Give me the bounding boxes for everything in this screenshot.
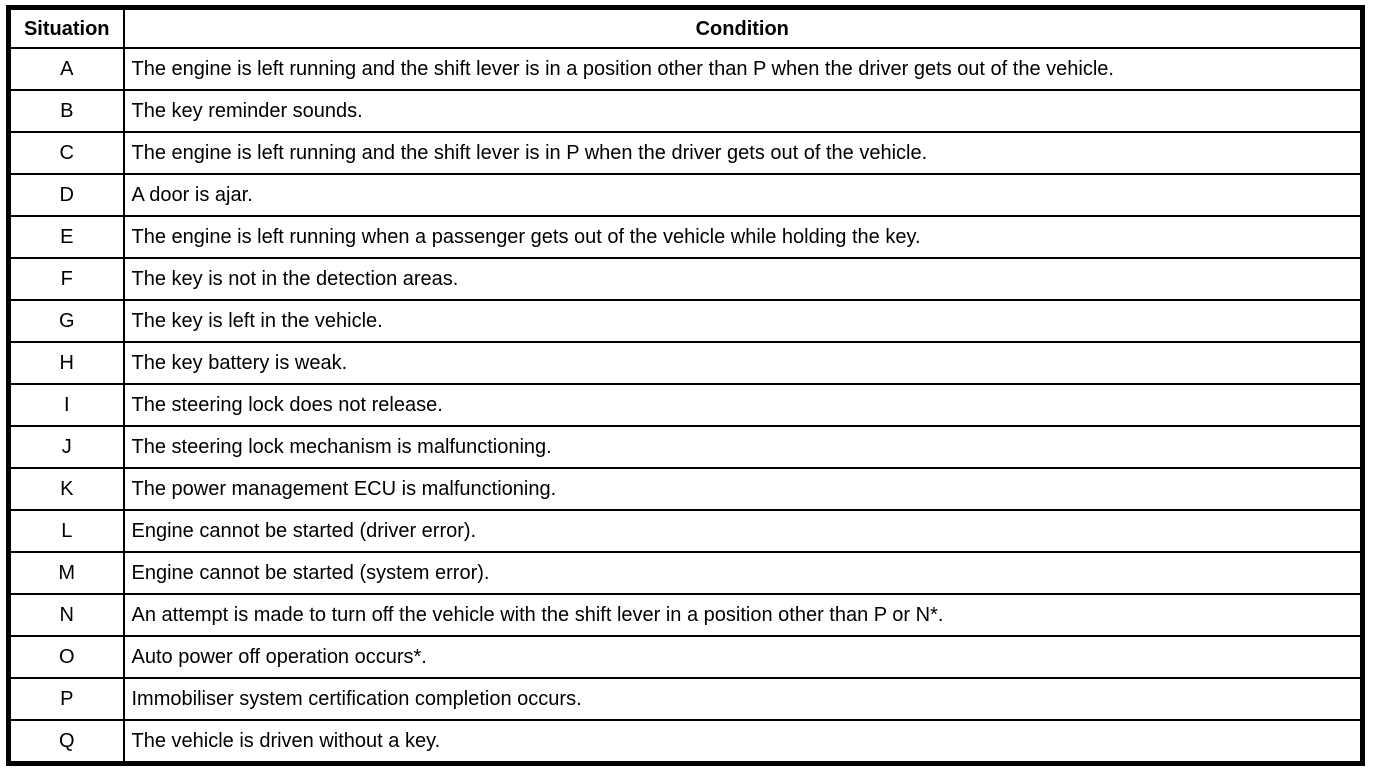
situation-cell: N	[7, 593, 125, 637]
situation-cell: B	[7, 89, 125, 133]
situation-column-header: Situation	[7, 6, 125, 49]
condition-cell: The engine is left running when a passen…	[122, 215, 1364, 259]
condition-cell: The key reminder sounds.	[122, 89, 1364, 133]
table-row: I The steering lock does not release.	[7, 383, 1364, 427]
table-row: L Engine cannot be started (driver error…	[7, 509, 1364, 553]
condition-cell: The steering lock does not release.	[122, 383, 1364, 427]
table-row: H The key battery is weak.	[7, 341, 1364, 385]
condition-cell: An attempt is made to turn off the vehic…	[122, 593, 1364, 637]
table-row: K The power management ECU is malfunctio…	[7, 467, 1364, 511]
table-row: B The key reminder sounds.	[7, 89, 1364, 133]
situation-cell: L	[7, 509, 125, 553]
condition-cell: Engine cannot be started (system error).	[122, 551, 1364, 595]
situation-cell: O	[7, 635, 125, 679]
condition-cell: The engine is left running and the shift…	[122, 131, 1364, 175]
situation-cell: Q	[7, 719, 125, 765]
condition-cell: The steering lock mechanism is malfuncti…	[122, 425, 1364, 469]
condition-cell: The power management ECU is malfunctioni…	[122, 467, 1364, 511]
situation-cell: J	[7, 425, 125, 469]
situation-cell: P	[7, 677, 125, 721]
condition-cell: The engine is left running and the shift…	[122, 47, 1364, 91]
situation-condition-table: Situation Condition A The engine is left…	[6, 5, 1365, 766]
situation-cell: A	[7, 47, 125, 91]
condition-column-header: Condition	[122, 6, 1364, 49]
table-row: G The key is left in the vehicle.	[7, 299, 1364, 343]
table-row: P Immobiliser system certification compl…	[7, 677, 1364, 721]
condition-cell: Auto power off operation occurs*.	[122, 635, 1364, 679]
situation-cell: E	[7, 215, 125, 259]
table-row: E The engine is left running when a pass…	[7, 215, 1364, 259]
table-row: F The key is not in the detection areas.	[7, 257, 1364, 301]
situation-cell: H	[7, 341, 125, 385]
table-row: Q The vehicle is driven without a key.	[7, 719, 1364, 765]
situation-cell: G	[7, 299, 125, 343]
table-row: N An attempt is made to turn off the veh…	[7, 593, 1364, 637]
situation-cell: C	[7, 131, 125, 175]
situation-cell: K	[7, 467, 125, 511]
situation-cell: I	[7, 383, 125, 427]
condition-cell: The vehicle is driven without a key.	[122, 719, 1364, 765]
table-row: O Auto power off operation occurs*.	[7, 635, 1364, 679]
condition-cell: The key battery is weak.	[122, 341, 1364, 385]
situation-cell: M	[7, 551, 125, 595]
table-row: C The engine is left running and the shi…	[7, 131, 1364, 175]
table-row: D A door is ajar.	[7, 173, 1364, 217]
table-row: M Engine cannot be started (system error…	[7, 551, 1364, 595]
table-row: J The steering lock mechanism is malfunc…	[7, 425, 1364, 469]
condition-cell: The key is left in the vehicle.	[122, 299, 1364, 343]
condition-cell: Immobiliser system certification complet…	[122, 677, 1364, 721]
situation-cell: D	[7, 173, 125, 217]
condition-cell: The key is not in the detection areas.	[122, 257, 1364, 301]
header-row: Situation Condition	[7, 6, 1364, 49]
condition-cell: A door is ajar.	[122, 173, 1364, 217]
table-row: A The engine is left running and the shi…	[7, 47, 1364, 91]
situation-cell: F	[7, 257, 125, 301]
condition-cell: Engine cannot be started (driver error).	[122, 509, 1364, 553]
